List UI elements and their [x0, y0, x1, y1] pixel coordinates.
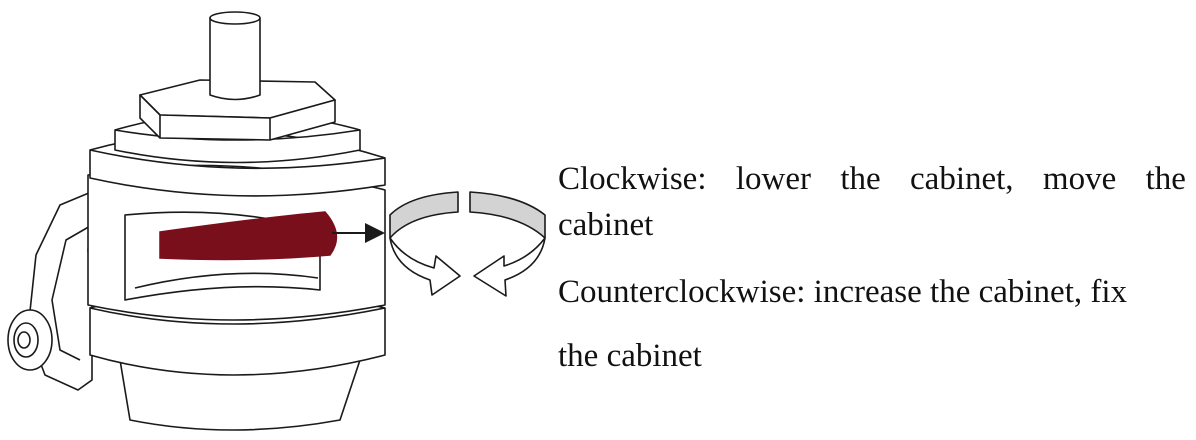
foot-base-ring — [89, 307, 386, 376]
counterclockwise-instruction-line1: Counterclockwise: increase the cabinet, … — [558, 274, 1128, 310]
caption-word: move — [1042, 161, 1117, 197]
caption-word: the — [1145, 161, 1186, 197]
stem — [209, 17, 261, 101]
rotation-band-front-right — [473, 237, 546, 297]
caption-word: lower — [735, 161, 811, 197]
window-shelf — [134, 272, 319, 289]
hex-nut-edge — [159, 115, 271, 140]
rotation-band-front-left — [389, 237, 461, 296]
stem-top — [209, 11, 261, 25]
clockwise-instruction-line2: cabinet — [558, 207, 654, 243]
adjuster-pad — [159, 211, 338, 261]
hex-nut-side — [139, 94, 336, 141]
rotation-arrows-icon — [389, 191, 546, 297]
caption-word: Clockwise: — [558, 161, 707, 197]
rotation-band-right — [469, 191, 546, 239]
foot-base — [119, 359, 361, 431]
clockwise-instruction-line1: Clockwise: lower the cabinet, move the — [558, 163, 1186, 196]
upper-rim — [89, 149, 386, 197]
rotation-band-left — [389, 191, 459, 239]
counterclockwise-instruction-line2: the cabinet — [558, 338, 702, 374]
caption-word: cabinet, — [910, 161, 1014, 197]
wheel-bracket-inner — [51, 224, 93, 361]
caption-word: the — [840, 161, 881, 197]
axle-hub-inner — [17, 331, 31, 349]
